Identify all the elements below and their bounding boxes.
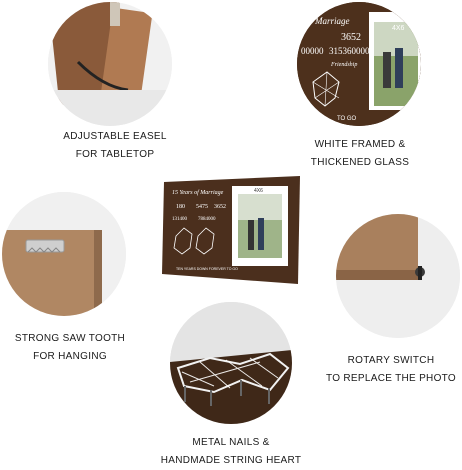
glass-size-label: 4X6 <box>392 25 405 32</box>
nails-photo <box>170 302 292 424</box>
frame-stat-1: 180 <box>176 204 185 210</box>
frame-stat-3: 131400 <box>172 217 188 222</box>
frame-size-label: 4X6 <box>254 188 263 194</box>
sawtooth-caption: STRONG SAW TOOTH FOR HANGING <box>14 333 126 362</box>
glass-number-00000: 00000 <box>301 46 324 56</box>
glass-footer-text: TO GO <box>337 116 357 122</box>
sawtooth-photo <box>2 192 126 316</box>
easel-caption: ADJUSTABLE EASEL FOR TABLETOP <box>63 131 167 160</box>
glass-number-big: 315360000 <box>329 46 370 56</box>
glass-caption: WHITE FRAMED & THICKENED GLASS <box>310 139 410 168</box>
glass-marriage-text: Marriage <box>314 16 350 26</box>
glass-number-3652: 3652 <box>341 32 361 43</box>
glass-friendship-text: Friendship <box>330 62 357 68</box>
frame-stat-5: 3652 <box>214 204 226 210</box>
rotary-switch-photo <box>336 214 460 338</box>
frame-stat-2: 5475 <box>196 204 208 210</box>
nails-caption: METAL NAILS & HANDMADE STRING HEART <box>160 437 302 466</box>
frame-stat-4: 7884000 <box>198 217 216 222</box>
rotary-caption: ROTARY SWITCH TO REPLACE THE PHOTO <box>326 355 456 384</box>
product-frame: 15 Years of Marriage 180 5475 131400 788… <box>162 176 302 284</box>
frame-footer: TEN YEARS DOWN FOREVER TO GO <box>176 267 238 271</box>
easel-photo <box>48 2 172 126</box>
glass-closeup-photo: Marriage 3652 00000 315360000 Friendship… <box>297 2 421 126</box>
frame-title: 15 Years of Marriage <box>172 189 224 196</box>
